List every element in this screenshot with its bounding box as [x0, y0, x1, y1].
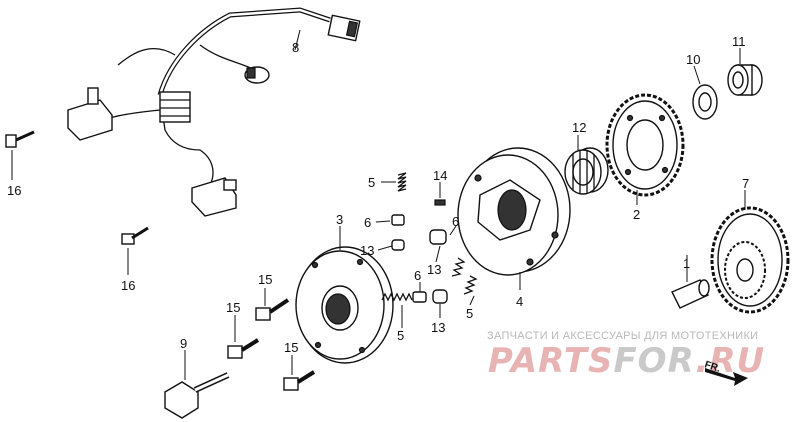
callout-10: 10 [686, 52, 700, 67]
starter-clutch-outer [295, 246, 394, 364]
callout-6-lower: 6 [414, 268, 421, 283]
spring-upper [397, 172, 407, 192]
callout-9: 9 [180, 336, 187, 351]
callout-16-lower: 16 [121, 278, 135, 293]
watermark-subtitle: ЗАПЧАСТИ И АКСЕССУАРЫ ДЛЯ МОТОТЕХНИКИ [487, 330, 758, 342]
bolt-15-c [283, 370, 316, 391]
watermark-brand-for: FOR [613, 341, 695, 381]
callout-1: 1 [683, 256, 690, 271]
callout-12: 12 [572, 120, 586, 135]
callout-6-upper: 6 [364, 215, 371, 230]
roller-mid [429, 229, 447, 245]
pin [434, 199, 446, 206]
arrow-icon [705, 368, 748, 386]
callout-5-right: 5 [466, 306, 473, 321]
callout-13-mid: 13 [427, 262, 441, 277]
callout-8: 8 [292, 40, 299, 55]
starter-reduction-gear [710, 206, 790, 314]
starter-driven-gear [605, 93, 685, 197]
callout-3: 3 [336, 212, 343, 227]
callout-7: 7 [742, 176, 749, 191]
bolt-15-a [255, 298, 290, 321]
roller-upper [391, 239, 405, 251]
callout-6-mid: 6 [452, 214, 459, 229]
leader-lines [11, 29, 746, 380]
spring-cap-horizontal [412, 291, 427, 303]
spring-horizontal [381, 292, 413, 302]
bolt-16-lower [121, 226, 149, 245]
reduction-gear-shaft [671, 279, 710, 309]
callout-2: 2 [633, 207, 640, 222]
bolt-15-b [227, 338, 260, 359]
flange-bolt [164, 372, 230, 419]
bushing [727, 64, 763, 96]
callout-13-upper: 13 [360, 243, 374, 258]
spring-lower [463, 275, 478, 295]
callout-15-a: 15 [258, 272, 272, 287]
callout-5-lower: 5 [397, 328, 404, 343]
callout-4: 4 [516, 294, 523, 309]
wire-harness [67, 7, 361, 217]
watermark-brand-ru: .RU [695, 341, 765, 381]
callout-5-upper: 5 [368, 175, 375, 190]
spring-cap-upper [391, 214, 405, 226]
front-label: FR. [703, 359, 722, 375]
spring-mid [451, 257, 466, 277]
roller-lower [432, 289, 448, 304]
needle-bearing [564, 147, 609, 195]
callout-13-lower: 13 [431, 320, 445, 335]
washer [692, 84, 718, 120]
callout-15-b: 15 [226, 300, 240, 315]
one-way-clutch-housing [457, 147, 571, 276]
watermark-brand: PARTSFOR.RU [488, 341, 765, 381]
callout-15-c: 15 [284, 340, 298, 355]
watermark-brand-parts: PARTS [488, 341, 613, 381]
front-direction-arrow: FR. [703, 359, 748, 386]
bolt-16-top [5, 130, 35, 148]
callout-16-top: 16 [7, 183, 21, 198]
callout-14: 14 [433, 168, 447, 183]
watermark: ЗАПЧАСТИ И АКСЕССУАРЫ ДЛЯ МОТОТЕХНИКИ PA… [487, 330, 765, 381]
callout-11: 11 [732, 34, 746, 49]
